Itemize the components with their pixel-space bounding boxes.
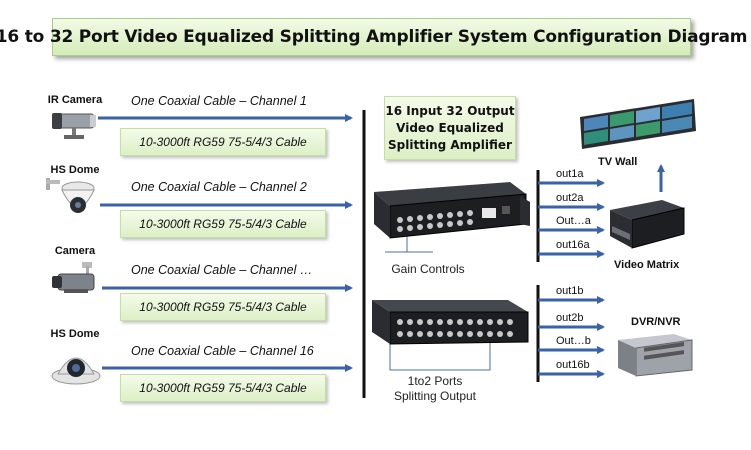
output-label-a1: out1a: [556, 168, 584, 180]
output-label-b4: out16b: [556, 359, 590, 371]
output-label-a4: out16a: [556, 239, 590, 251]
channel-text-3: One Coaxial Cable – Channel …: [131, 263, 313, 277]
amplifier-unit-b-icon: [372, 300, 529, 345]
speed-dome-icon: [46, 178, 95, 213]
output-label-b1: out1b: [556, 285, 584, 297]
output-label-a2: out2a: [556, 192, 584, 204]
splitting-output-label: 1to2 Ports Splitting Output: [393, 374, 477, 403]
tv-wall-icon: [580, 99, 696, 149]
gain-controls-label: Gain Controls: [391, 262, 465, 276]
channel-text-2: One Coaxial Cable – Channel 2: [131, 180, 307, 194]
dvr-label: DVR/NVR: [631, 316, 681, 328]
cable-box-1: 10-3000ft RG59 75-5/4/3 Cable: [120, 128, 326, 156]
diagram-title: 16 to 32 Port Video Equalized Splitting …: [0, 18, 747, 56]
dvr-icon: [618, 334, 693, 377]
dome-camera-icon: [51, 357, 101, 385]
amplifier-unit-a-icon: [374, 182, 530, 239]
output-label-a3: Out…a: [556, 215, 591, 227]
device-label-3: Camera: [54, 245, 96, 257]
cable-box-4: 10-3000ft RG59 75-5/4/3 Cable: [120, 374, 326, 402]
amplifier-label-box: 16 Input 32 Output Video Equalized Split…: [384, 96, 516, 160]
amplifier-label: 16 Input 32 Output Video Equalized Split…: [385, 103, 515, 152]
box-camera-icon: [52, 262, 95, 293]
tv-wall-label: TV Wall: [598, 156, 638, 168]
video-matrix-icon: [610, 200, 685, 249]
cable-box-2: 10-3000ft RG59 75-5/4/3 Cable: [120, 210, 326, 238]
cable-box-3: 10-3000ft RG59 75-5/4/3 Cable: [120, 293, 326, 321]
output-label-b3: Out…b: [556, 335, 591, 347]
device-label-1: IR Camera: [47, 94, 103, 106]
split-callout: [389, 342, 491, 371]
device-label-2: HS Dome: [50, 164, 100, 176]
output-label-b2: out2b: [556, 312, 584, 324]
channel-text-1: One Coaxial Cable – Channel 1: [131, 94, 307, 108]
device-label-4: HS Dome: [50, 328, 100, 340]
video-matrix-label: Video Matrix: [614, 259, 680, 271]
ir-camera-icon: [52, 113, 96, 139]
channel-text-4: One Coaxial Cable – Channel 16: [131, 344, 314, 358]
